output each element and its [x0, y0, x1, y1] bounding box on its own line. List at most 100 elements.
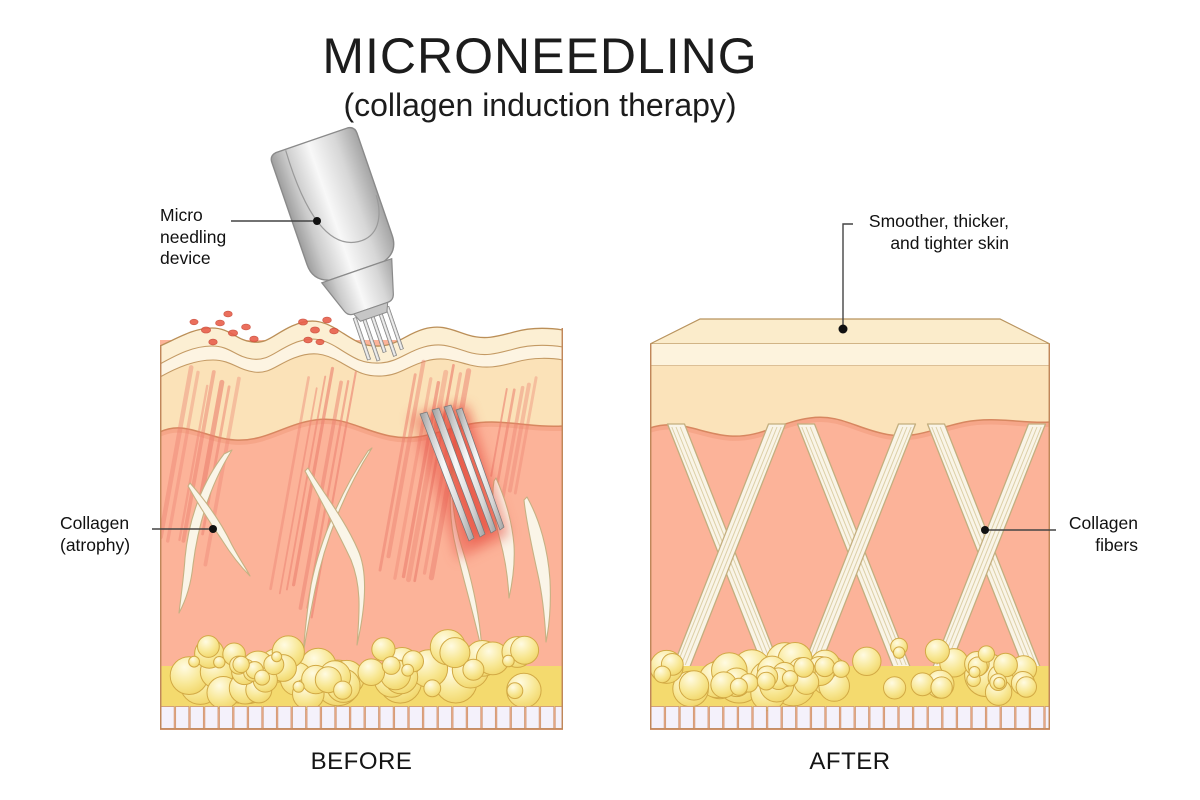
basement-membrane	[160, 706, 563, 729]
basement-cell	[781, 706, 797, 729]
label-microneedling-device: Micro needling device	[160, 205, 226, 270]
skin-top-face	[650, 318, 1050, 345]
atrophy-leader-dot	[209, 525, 217, 533]
wound-streak	[507, 382, 531, 493]
before-panel	[160, 310, 563, 730]
basement-cell	[1015, 706, 1030, 729]
basement-cell	[540, 706, 555, 729]
basement-cell	[160, 706, 175, 729]
basement-cell	[854, 706, 870, 729]
basement-cell	[723, 706, 738, 729]
basement-cell	[898, 706, 913, 729]
fat-cell	[977, 645, 996, 663]
wound-streak	[513, 376, 538, 495]
fibers-leader-dot	[981, 526, 989, 534]
micro-injury-dots	[189, 310, 339, 346]
fiber-strand-line	[936, 426, 1034, 666]
basement-cell	[496, 706, 511, 729]
basement-cell	[811, 706, 826, 729]
fiber-strand-line	[801, 426, 899, 666]
label-line: Collagen	[60, 513, 130, 533]
wound-streak	[386, 359, 426, 559]
fat-cell	[271, 651, 283, 663]
epidermis-light-band	[160, 339, 563, 377]
device-leader-dot	[313, 217, 321, 225]
basement-cell	[452, 706, 467, 729]
basement-cell	[364, 706, 380, 729]
fiber-strand-line	[931, 426, 1029, 666]
dermis-boundary-shadow	[160, 419, 563, 445]
basement-cell	[840, 706, 855, 729]
fat-cell	[678, 670, 710, 701]
fat-cell	[781, 670, 799, 687]
basement-cell	[248, 706, 263, 729]
leader-lines	[152, 217, 1056, 534]
device-body-detail	[285, 150, 380, 244]
fat-cell	[506, 682, 524, 700]
fat-cell	[793, 657, 815, 678]
label-line: Smoother, thicker,	[868, 211, 1009, 231]
title-block: MICRONEEDLING (collagen induction therap…	[0, 30, 1080, 124]
fat-cell	[832, 660, 850, 678]
collagen-fiber-lattice	[666, 423, 1047, 669]
basement-cell	[869, 706, 884, 729]
fat-cell	[910, 672, 935, 697]
needle-wound-streaks	[160, 359, 538, 619]
basement-cell	[1000, 706, 1016, 729]
basement-cell	[884, 706, 899, 729]
label-line: and tighter skin	[890, 232, 1009, 253]
fat-cell	[653, 665, 672, 684]
epidermis-line-3	[160, 353, 563, 378]
basement-cell	[189, 706, 204, 729]
fat-cell	[213, 656, 226, 669]
wound-streak	[160, 365, 194, 540]
wound-streak	[165, 370, 200, 543]
fiber-strand-line	[810, 426, 908, 666]
fiber-strand-line	[940, 426, 1038, 666]
fat-cell	[930, 676, 953, 699]
basement-cell	[423, 706, 438, 729]
fiber-strand-line	[680, 426, 778, 666]
label-line: needling	[160, 226, 227, 247]
wound-streak	[269, 376, 310, 591]
fat-cell	[439, 637, 471, 669]
fat-cell	[993, 652, 1018, 678]
basement-cell	[204, 706, 219, 729]
basement-cell	[957, 706, 972, 729]
basement-cell	[233, 706, 248, 729]
basement-cell	[1044, 706, 1050, 729]
basement-cell	[694, 706, 709, 729]
fiber-strand-line	[684, 426, 782, 666]
smooth-surface-band	[650, 344, 1050, 366]
fat-cell	[756, 671, 776, 691]
fat-cell	[968, 666, 981, 678]
label-line: Collagen	[1068, 513, 1138, 533]
wound-streak	[285, 375, 327, 591]
basement-cell	[1030, 706, 1045, 729]
wound-streak	[178, 384, 209, 542]
fat-cell	[883, 676, 907, 700]
basement-cell	[262, 706, 277, 729]
label-line: Micro	[160, 205, 203, 225]
fat-cell	[892, 646, 906, 659]
fat-cell	[814, 656, 836, 678]
basement-cell	[321, 706, 336, 729]
wound-streak	[393, 377, 433, 580]
after-panel	[650, 318, 1050, 730]
wound-streak	[406, 369, 449, 583]
fat-cell	[401, 663, 415, 677]
fat-cell	[729, 677, 748, 696]
wound-streak	[494, 388, 516, 492]
wound-streak	[278, 387, 318, 595]
basement-cell	[379, 706, 394, 729]
label-line: device	[160, 248, 211, 268]
basement-cell	[306, 706, 321, 729]
device-body	[270, 126, 395, 281]
basement-cell	[525, 706, 540, 729]
fat-cell	[510, 635, 540, 665]
basement-cell	[927, 706, 943, 729]
dermis-boundary-line	[160, 418, 563, 441]
label-collagen-atrophy: Collagen (atrophy)	[60, 513, 130, 556]
after-panel-border	[650, 344, 1050, 730]
